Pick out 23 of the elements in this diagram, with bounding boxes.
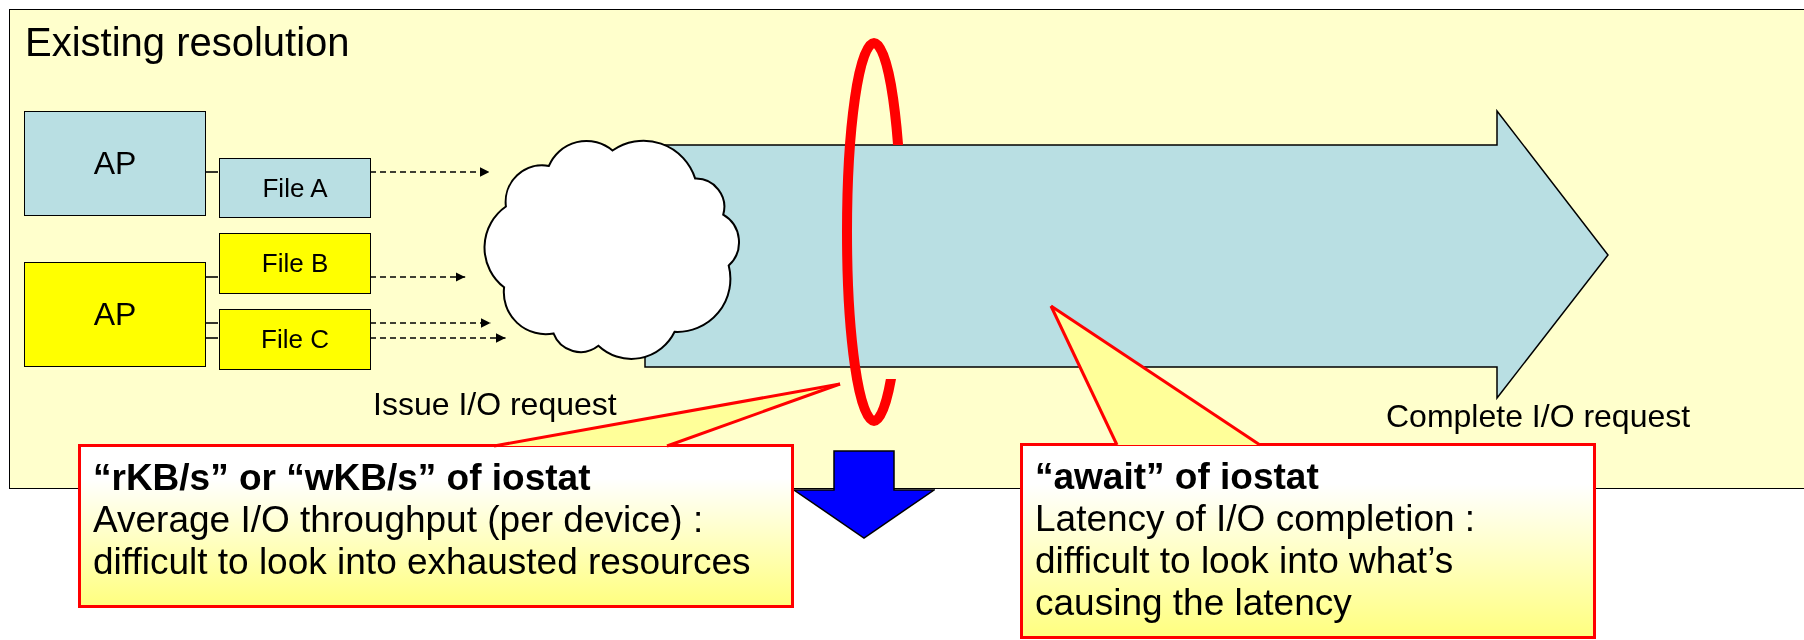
callout-box <box>1020 443 1596 639</box>
arrow <box>369 333 507 343</box>
text-label: Complete I/O request <box>1386 398 1691 435</box>
callout-text: Average I/O throughput (per device) : difficult to look into exhausted resources <box>93 499 752 583</box>
text-label: Issue I/O request <box>373 386 617 423</box>
callout-heading: “rKB/s” or “wKB/s” of iostat <box>93 457 592 499</box>
file-box: File C <box>219 309 371 370</box>
connector-line <box>204 276 219 278</box>
connector-line <box>204 322 219 324</box>
connector-line <box>204 337 219 339</box>
panel-title: Existing resolution <box>25 20 350 65</box>
arrow <box>369 318 492 328</box>
panel-background <box>9 9 1804 489</box>
arrow <box>369 167 491 177</box>
file-box: File B <box>219 233 371 294</box>
callout-text: Latency of I/O completion : difficult to look into what’s causing the latency <box>1035 498 1477 624</box>
arrow <box>369 272 466 282</box>
process-box: AP <box>24 111 206 216</box>
file-box: File A <box>219 158 371 218</box>
callout-heading: “await” of iostat <box>1035 456 1320 498</box>
connector-line <box>204 171 219 173</box>
callout-box <box>78 444 794 608</box>
process-box: AP <box>24 262 206 367</box>
